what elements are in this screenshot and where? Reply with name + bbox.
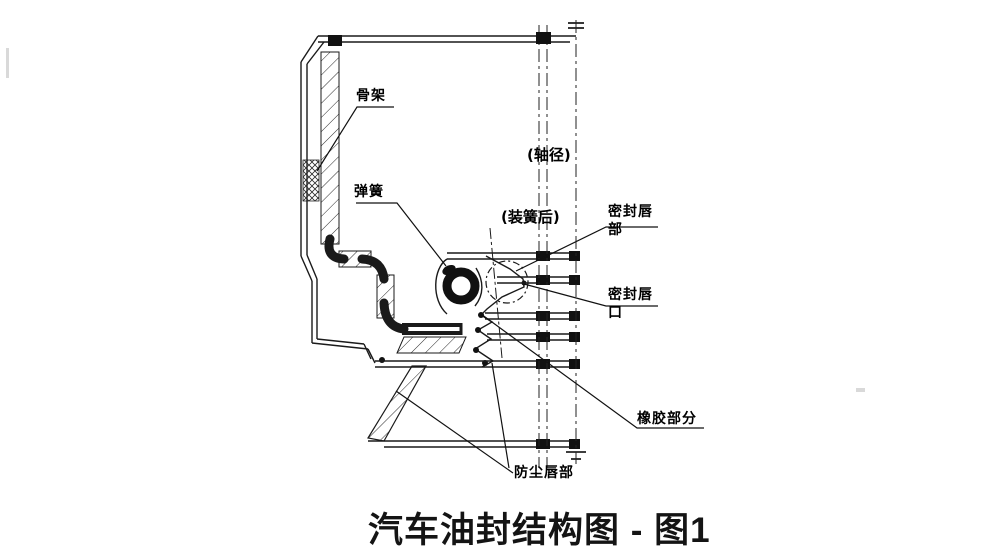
- lip-axis-centerline: [489, 227, 503, 359]
- dust-lip-part-label: 防尘唇部: [514, 465, 574, 481]
- rubber-part-leader: [480, 313, 704, 429]
- shaft-ribs: [368, 251, 580, 449]
- rubber-hatched-flange: [396, 336, 467, 354]
- skeleton-label: 骨架: [356, 88, 386, 104]
- dust-lip-leader-2: [491, 362, 510, 469]
- seal-lip-mouth-leader: [523, 283, 658, 307]
- skeleton-band-vertical: [320, 51, 340, 245]
- dust-lip-leader-1: [395, 390, 514, 474]
- spring-coil: [442, 264, 480, 305]
- outer-case-contour: [300, 35, 576, 364]
- rubber-part-label: 橡胶部分: [637, 411, 697, 427]
- dust-lip-flap: [367, 365, 428, 442]
- seal-lip-mouth-label: 密封唇口: [608, 287, 653, 321]
- seal-lip-part-leader: [515, 226, 658, 272]
- centerlines: [536, 20, 586, 468]
- metal-skeleton: [302, 35, 467, 354]
- spring-coil-ring: [442, 267, 480, 305]
- spring-leader: [356, 202, 447, 267]
- figure-caption: 汽车油封结构图 - 图1: [368, 511, 711, 550]
- seal-lip-part-label: 密封唇部: [608, 204, 653, 238]
- leader-lines: [316, 106, 704, 474]
- lip-position-dashed-circle: [485, 260, 529, 304]
- scan-noise: [6, 48, 865, 392]
- shaft-diameter-label: (轴径): [527, 146, 571, 164]
- crimp-crosshatch: [302, 159, 320, 202]
- spring-label: 弹簧: [354, 184, 384, 200]
- after-spring-fitted-label: (装簧后): [501, 208, 560, 226]
- skeleton-leader: [316, 106, 394, 172]
